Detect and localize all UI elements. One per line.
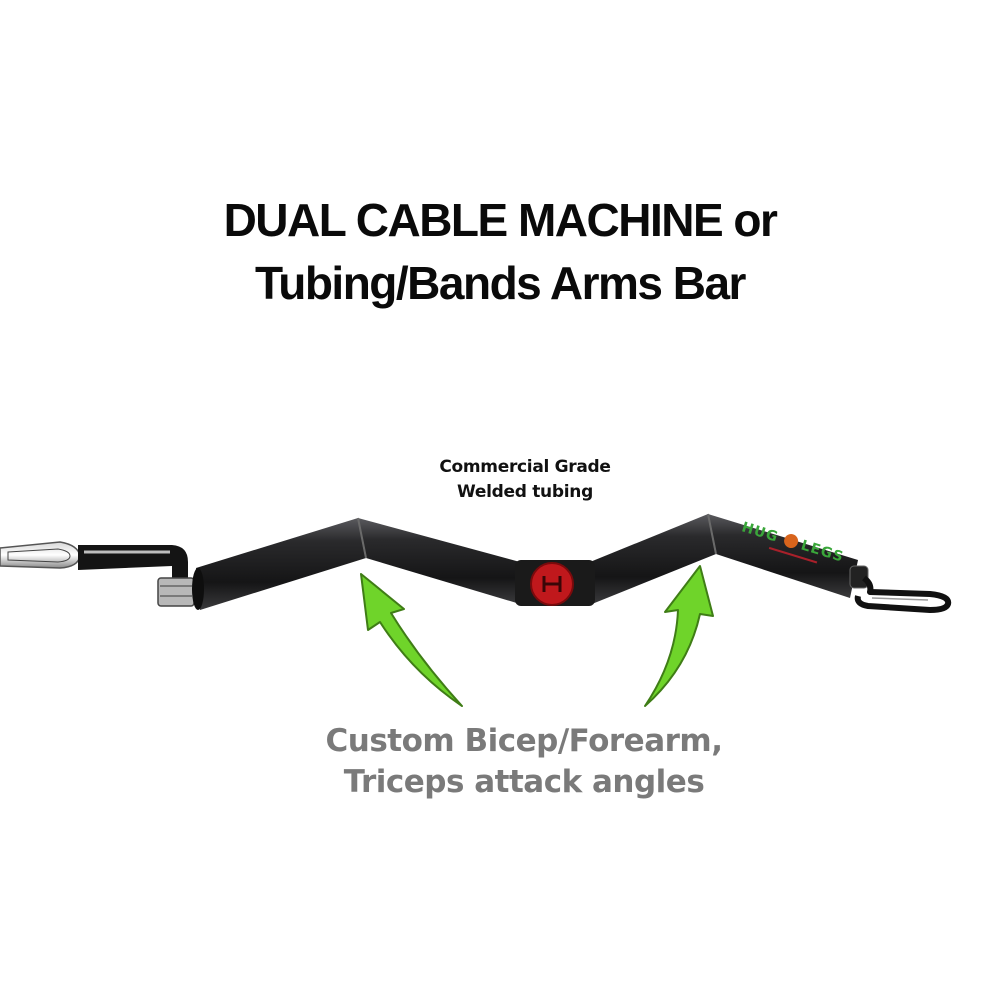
left-carabiner-icon: [0, 541, 81, 569]
center-badge-icon: [530, 562, 574, 606]
right-green-arrow-icon: [644, 565, 714, 707]
headline-line-1: DUAL CABLE MACHINE or: [223, 194, 778, 246]
headline-line-2: Tubing/Bands Arms Bar: [255, 257, 746, 309]
right-d-handle-icon: [849, 565, 952, 613]
left-green-arrow-icon: [360, 573, 463, 707]
annotation-line-1: Commercial Grade: [439, 457, 611, 477]
caption-line-2: Triceps attack angles: [343, 764, 705, 800]
caption-line-1: Custom Bicep/Forearm,: [325, 723, 723, 759]
left-swivel-handle-icon: [78, 545, 195, 607]
annotation-line-2: Welded tubing: [457, 482, 593, 502]
